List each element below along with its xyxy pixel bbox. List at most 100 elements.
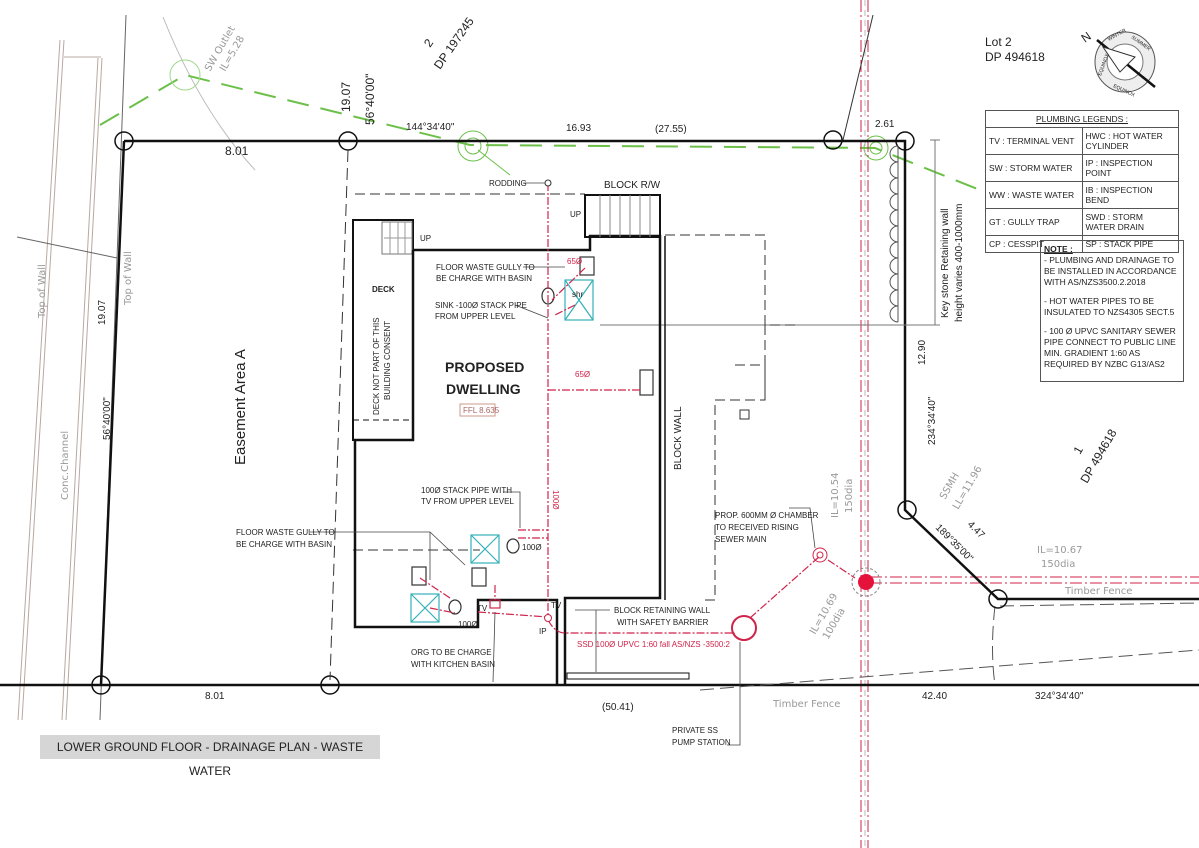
pump-station-1: PRIVATE SS [672,726,718,735]
legend-cell: SWD : STORM WATER DRAIN [1081,208,1179,236]
drawing-title: LOWER GROUND FLOOR - DRAINAGE PLAN - WAS… [40,735,380,778]
chamber-note-3: SEWER MAIN [715,535,767,544]
note-item: - PLUMBING AND DRAINAGE TO BE INSTALLED … [1044,255,1177,287]
lot2-label: Lot 2 [985,35,1012,49]
legend-cell: IB : INSPECTION BEND [1081,181,1179,209]
note-item: - HOT WATER PIPES TO BE INSULATED TO NZS… [1044,296,1175,317]
block-retaining-wall-2: WITH SAFETY BARRIER [617,618,709,627]
legend-cell: GT : GULLY TRAP [985,208,1083,236]
sink-unit [639,369,654,396]
dp197245-label: DP 197245 [431,14,477,71]
timber-fence-bottom: Timber Fence [772,699,840,710]
upper-level-outline [353,193,800,601]
pipe-size-toilet: 100Ø [522,543,542,552]
fwg-top-2: BE CHARGE WITH BASIN [436,274,532,283]
lot2-dp: DP 494618 [985,50,1045,64]
dim-bottom-bearing: 324°34'40" [1035,691,1084,702]
waste-drainage-pipes [419,183,856,634]
retaining-wall-height: height varies 400-1000mm [954,204,965,322]
shower-upper [564,279,594,321]
dim-top-801: 8.01 [225,144,249,158]
fence-line [699,602,1199,691]
chamber-600mm [812,547,828,563]
dp494618-lot: 1 [1070,443,1086,456]
up-label-deck: UP [420,234,431,243]
notes-box: NOTE : - PLUMBING AND DRAINAGE TO BE INS… [1040,240,1184,382]
legend-heading: PLUMBING LEGENDS : [985,110,1179,128]
legend-cell: WW : WASTE WATER [985,181,1083,209]
retaining-wall-label: Key stone Retaining wall [940,208,951,318]
stairs-block-rw [584,194,661,238]
boundary-pegs [91,130,1008,695]
sink-stack-2: FROM UPPER LEVEL [435,312,516,321]
ssmh-ll: LL=11.96 [951,464,985,511]
dim-left-1907: 19.07 [97,300,108,325]
boundary-crossing-line [842,14,874,141]
contour-line [162,16,256,171]
fwg-low-1: FLOOR WASTE GULLY TO [236,528,335,537]
pump-station [731,615,757,641]
basin-lower-2 [471,567,487,587]
dim-left-bearing: 56°40'00" [102,397,113,440]
dim-diag-447: 4.47 [965,519,987,541]
toilet-lower-2 [448,599,462,615]
fwg-top-1: FLOOR WASTE GULLY TO [436,263,535,272]
inspection-point [544,614,552,622]
timber-fence-right: Timber Fence [1064,586,1132,597]
upper-level-box [739,409,750,420]
labels: Lot 2 DP 494618 2 DP 197245 1 DP 494618 … [37,14,1132,747]
pump-station-2: PUMP STATION [672,738,731,747]
shower-lower-1 [470,534,500,564]
sewer-connection-ring [851,567,881,597]
dp197245-lot: 2 [421,36,436,50]
block-wall-label: BLOCK WALL [673,406,684,470]
note-heading: NOTE : [1044,244,1073,254]
compass-north-label: N [1079,29,1094,45]
legend-cell: TV : TERMINAL VENT [985,127,1083,155]
fwg-low-2: BE CHARGE WITH BASIN [236,540,332,549]
ffl-level: FFL 8.635 [463,406,500,415]
north-compass: WINTER SUMMER EQUINOX EQUINOX [1094,27,1156,99]
legend-cell: IP : INSPECTION POINT [1081,154,1179,182]
dim-top-bearing-56: 56°40'00" [363,74,377,125]
il-1054: IL=10.54 [830,472,841,518]
legend-cell: SW : STORM WATER [985,154,1083,182]
org-note-2: WITH KITCHEN BASIN [411,660,495,669]
dwelling-title-1: PROPOSED [445,359,524,375]
property-boundary [0,139,1199,687]
ffl-box [459,403,496,417]
deck-note-2: BUILDING CONSENT [383,321,392,400]
dim-top-1693: 16.93 [566,123,591,134]
easement-label: Easement Area A [232,349,249,465]
legend-cell: SP : STACK PIPE [1081,235,1179,253]
stack-pipe-1: 100Ø STACK PIPE WITH [421,486,512,495]
pipe-size-toilet-2: 100Ø [458,620,478,629]
top-of-wall-2: Top of Wall [123,251,134,306]
dim-top-2755: (27.55) [655,124,687,135]
pipe-size-sink: 65Ø [575,370,590,379]
basin-upper [579,256,595,276]
dim-bottom-5041: (50.41) [602,702,634,713]
deck-label: DECK [372,285,395,294]
concrete-channel [16,14,127,721]
dim-top-261: 2.61 [875,119,895,130]
chamber-note-1: PROP. 600MM Ø CHAMBER [715,511,819,520]
dp494618-label: DP 494618 [1077,426,1119,485]
sink-stack-1: SINK -100Ø STACK PIPE [435,301,527,310]
fixtures [410,256,654,623]
dim-right-bearing: 234°34'40" [927,396,938,445]
rodding-label: RODDING [489,179,527,188]
retaining-wall-base [566,672,690,680]
concrete-channel-label: Conc.Channel [60,431,71,500]
shower-lower-2 [410,593,440,623]
toilet-lower-1 [506,538,520,554]
stack-pipe-2: TV FROM UPPER LEVEL [421,497,514,506]
il-1054-dia: 150dia [844,479,855,513]
dim-bottom-801: 8.01 [205,691,225,702]
